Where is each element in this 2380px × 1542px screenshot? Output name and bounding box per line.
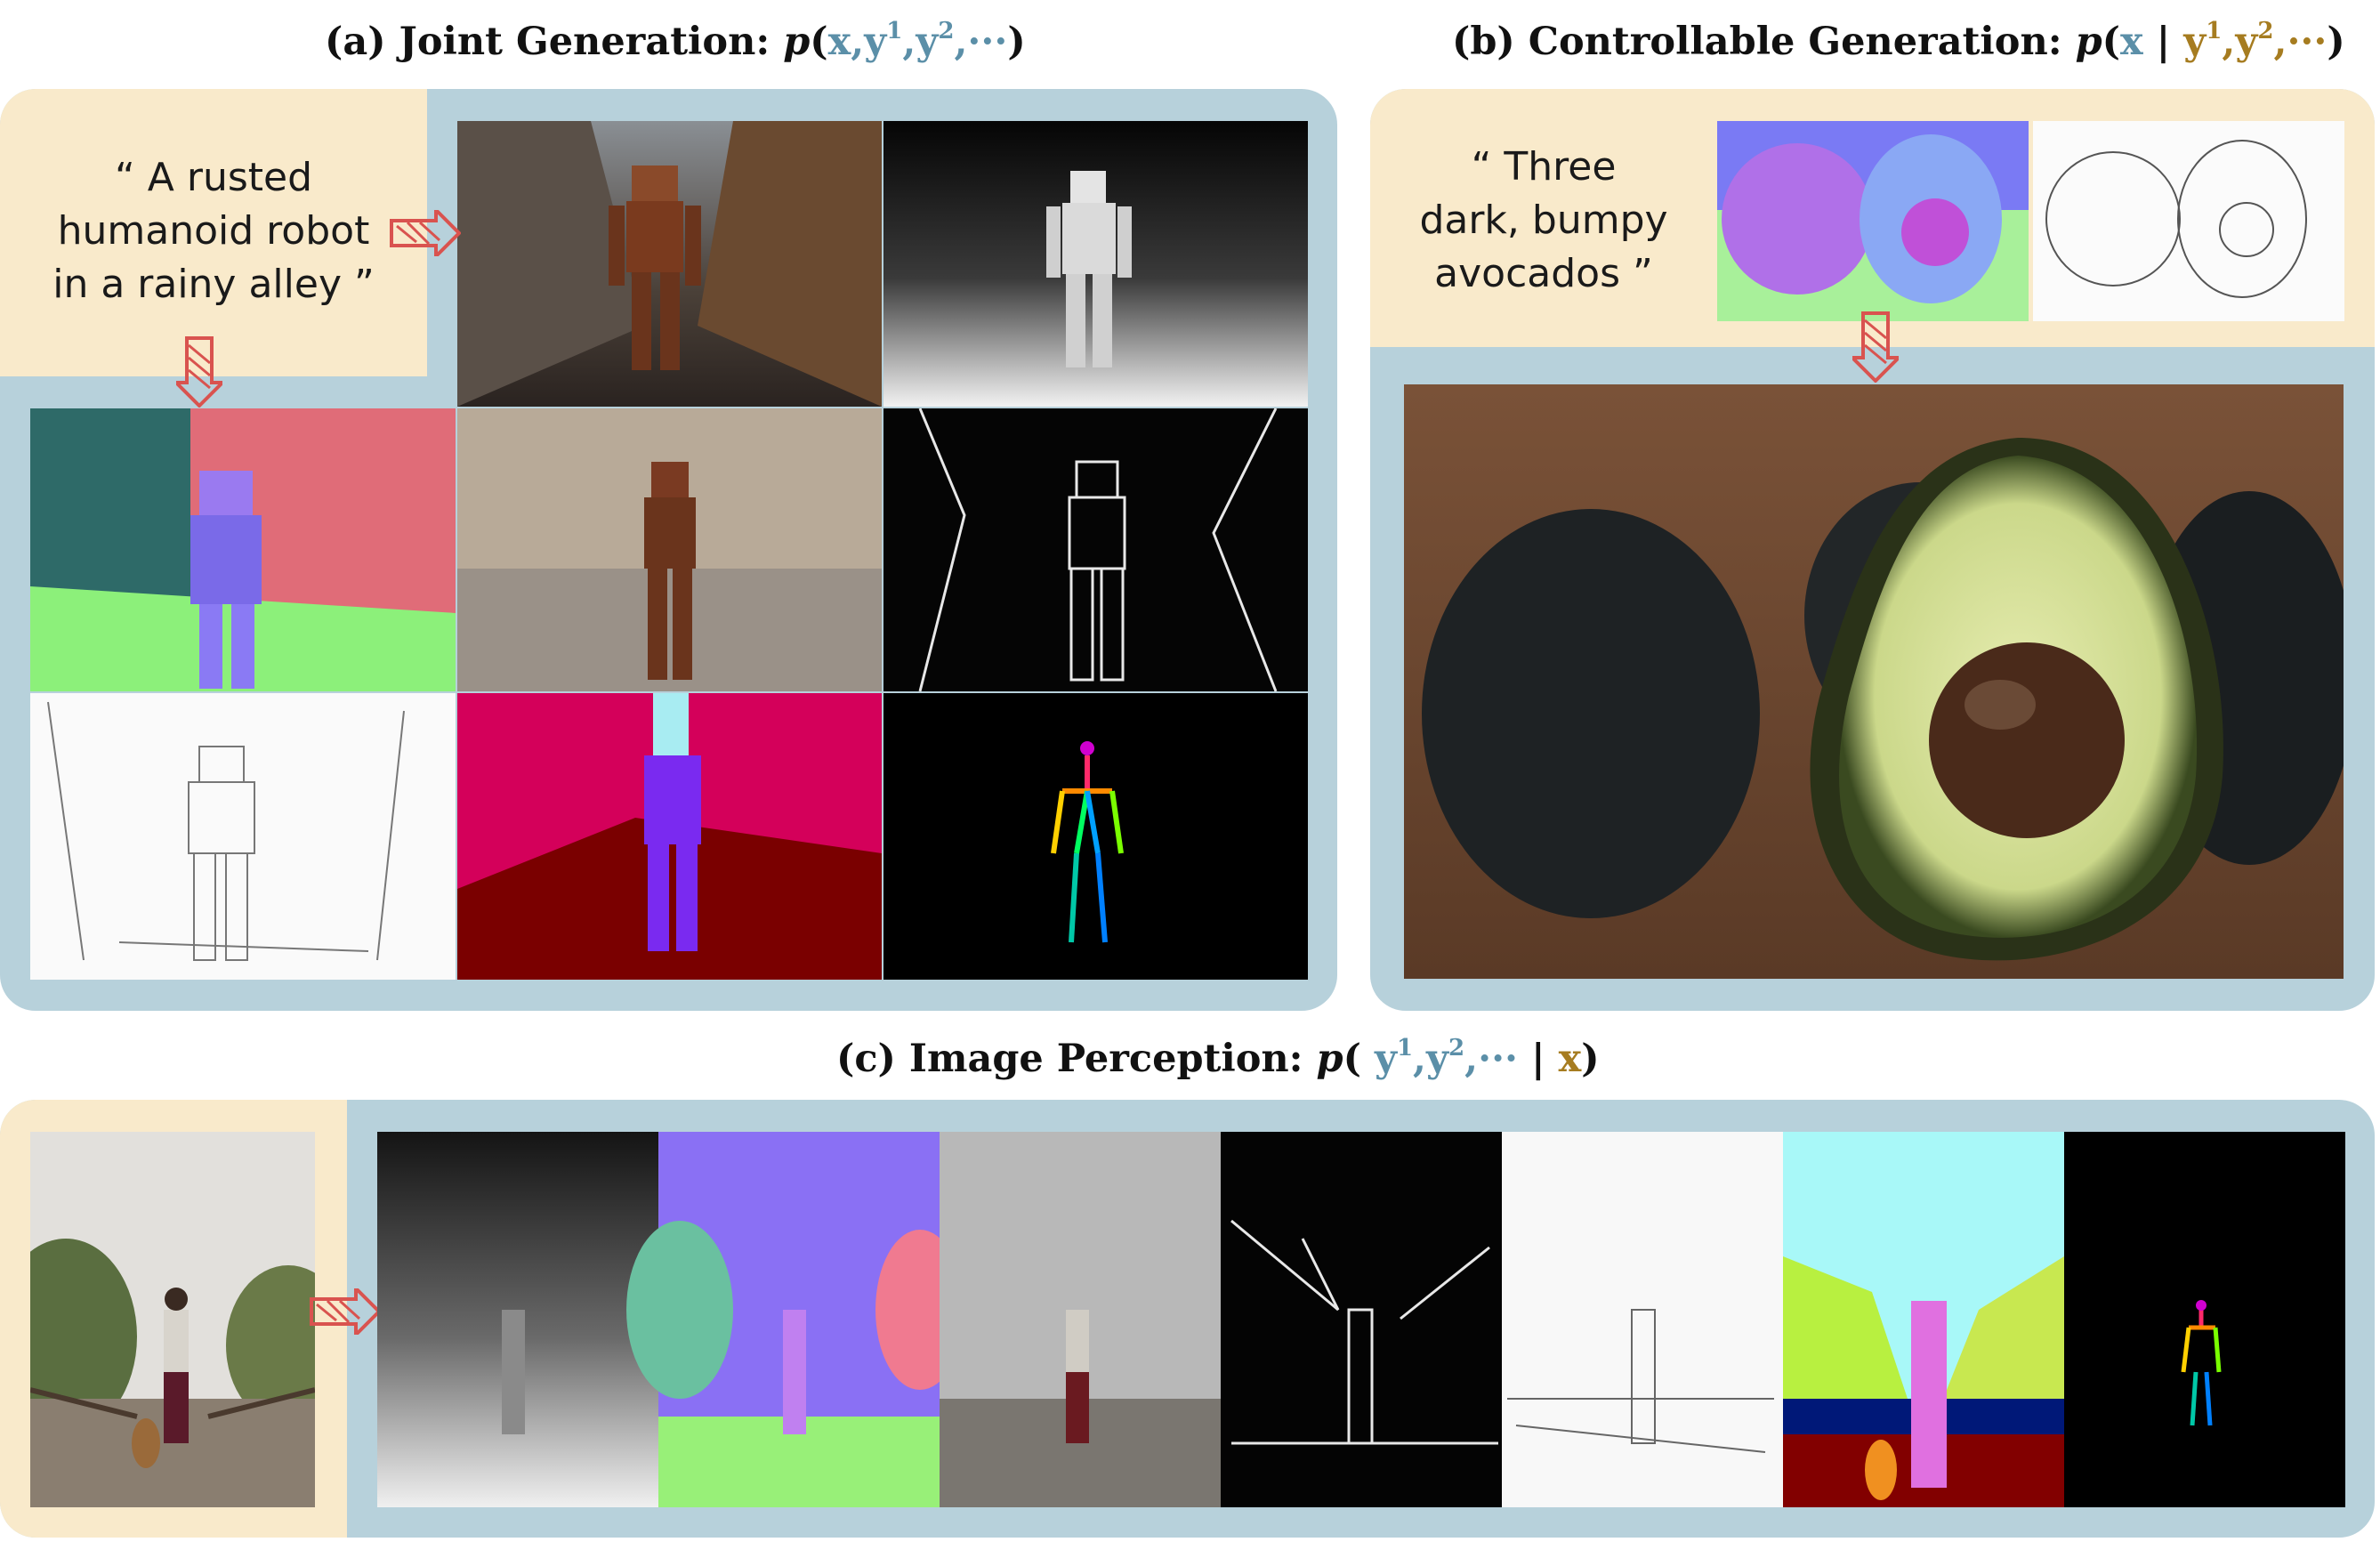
avocado-normal-map — [1717, 121, 2029, 321]
panel-a-prompt-box — [0, 89, 427, 376]
right-arrow-icon — [390, 210, 461, 256]
robot-rgb-image — [457, 121, 1308, 407]
avocado-photo — [1404, 384, 2344, 979]
woman-dog-photo — [30, 1132, 315, 1507]
panel-c-title: (c) Image Perception: p( y1,y2,··· | x) — [836, 1035, 1600, 1081]
perception-outputs-strip — [377, 1132, 2345, 1507]
right-arrow-icon-c — [310, 1288, 381, 1335]
robot-generated-grid — [30, 408, 1308, 980]
panel-a-prompt: “ A rusted humanoid robot in a rainy all… — [52, 155, 375, 307]
avocado-sketch — [2033, 121, 2344, 321]
panel-a-title: (a) Joint Generation: p(x,y1,y2,···) — [325, 18, 1026, 64]
down-arrow-icon-b — [1852, 311, 1899, 383]
down-arrow-icon — [176, 336, 222, 408]
panel-b-prompt: “ Three dark, bumpy avocados ” — [1419, 144, 1668, 296]
panel-b-title: (b) Controllable Generation: p(x | y1,y2… — [1452, 18, 2345, 64]
